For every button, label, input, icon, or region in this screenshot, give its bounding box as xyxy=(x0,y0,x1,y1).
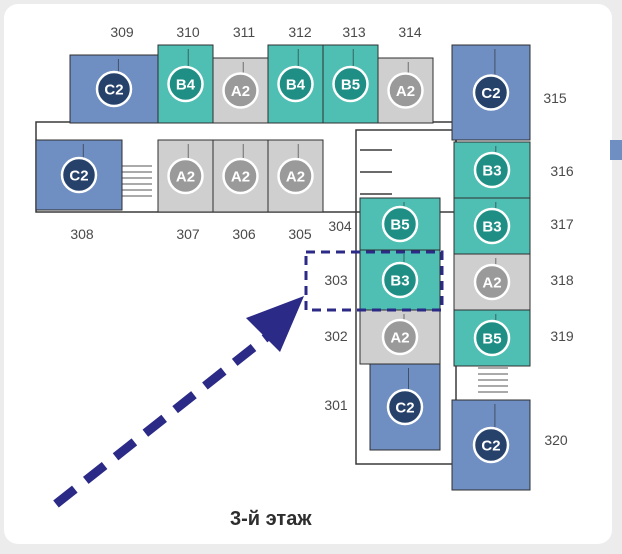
unit-314[interactable]: A2 xyxy=(377,57,434,124)
unit-number-316: 316 xyxy=(550,163,574,179)
unit-type-label: B4 xyxy=(286,77,306,94)
unit-number-labels: 309 310 311 312 313 314 315 308 307 306 305 304 303 3… xyxy=(70,24,574,448)
unit-type-badge xyxy=(472,426,510,464)
unit-type-badge xyxy=(473,319,511,357)
unit-type-label: A2 xyxy=(286,169,305,186)
unit-type-badge xyxy=(277,157,314,195)
unit-number-301: 301 xyxy=(324,397,348,413)
unit-type-badge xyxy=(473,151,511,189)
unit-type-label: C2 xyxy=(69,168,88,185)
unit-type-badge xyxy=(167,65,204,103)
unit-type-label: C2 xyxy=(395,400,414,417)
unit-type-badge xyxy=(222,157,259,195)
unit-310[interactable]: B4 xyxy=(157,44,214,124)
unit-type-label: B4 xyxy=(176,77,196,94)
unit-type-label: B3 xyxy=(482,163,501,180)
unit-311[interactable]: A2 xyxy=(212,57,269,124)
unit-319[interactable]: B5 xyxy=(453,309,531,367)
unit-type-label: B5 xyxy=(341,77,360,94)
unit-type-badge xyxy=(387,72,424,109)
unit-type-label: C2 xyxy=(481,85,500,102)
unit-number-314: 314 xyxy=(398,24,422,40)
unit-302[interactable]: A2 xyxy=(359,309,441,365)
unit-312[interactable]: B4 xyxy=(267,44,324,124)
unit-type-label: A2 xyxy=(176,169,195,186)
unit-type-label: A2 xyxy=(231,83,250,100)
unit-area xyxy=(453,309,531,367)
unit-number-317: 317 xyxy=(550,216,574,232)
unit-type-label: C2 xyxy=(104,82,123,99)
unit-number-318: 318 xyxy=(550,272,574,288)
unit-318[interactable]: A2 xyxy=(453,253,531,311)
unit-309[interactable]: C2 xyxy=(69,54,159,124)
unit-number-313: 313 xyxy=(342,24,366,40)
unit-number-304: 304 xyxy=(328,218,352,234)
unit-303[interactable]: B3 xyxy=(359,249,441,311)
unit-type-badge xyxy=(473,207,511,245)
unit-316[interactable]: B3 xyxy=(453,141,531,199)
unit-partial-edge xyxy=(610,140,622,160)
unit-315[interactable]: C2 xyxy=(451,44,531,141)
unit-number-309: 309 xyxy=(110,24,134,40)
unit-type-label: A2 xyxy=(390,330,409,347)
unit-type-label: A2 xyxy=(231,169,250,186)
unit-number-315: 315 xyxy=(543,90,567,106)
unit-type-label: A2 xyxy=(482,275,501,292)
unit-number-308: 308 xyxy=(70,226,94,242)
unit-type-badge xyxy=(95,70,133,108)
stairs-right xyxy=(478,367,508,393)
unit-313[interactable]: B5 xyxy=(322,44,379,124)
unit-type-badge xyxy=(332,65,369,103)
unit-type-badge xyxy=(386,388,424,426)
unit-308[interactable]: C2 xyxy=(35,139,123,211)
unit-number-303: 303 xyxy=(324,272,348,288)
unit-type-badge xyxy=(381,318,419,356)
highlight-unit-303 xyxy=(304,250,444,312)
unit-306[interactable]: A2 xyxy=(212,139,269,213)
arrow-shaft xyxy=(53,332,271,508)
unit-type-badge xyxy=(222,72,259,109)
stairs-left xyxy=(122,165,152,197)
unit-type-label: B3 xyxy=(390,273,409,290)
unit-type-badge xyxy=(472,74,510,111)
floor-label: 3-й этаж xyxy=(230,508,312,530)
unit-number-311: 311 xyxy=(233,24,256,40)
unit-number-319: 319 xyxy=(550,328,574,344)
unit-type-badge xyxy=(277,65,314,103)
unit-number-312: 312 xyxy=(288,24,312,40)
unit-number-305: 305 xyxy=(288,226,312,242)
unit-320[interactable]: C2 xyxy=(451,399,531,491)
unit-type-badge xyxy=(60,156,98,194)
unit-number-310: 310 xyxy=(176,24,200,40)
unit-305[interactable]: A2 xyxy=(267,139,324,213)
unit-304[interactable]: B5 xyxy=(359,197,441,251)
unit-number-320: 320 xyxy=(544,432,568,448)
unit-307[interactable]: A2 xyxy=(157,139,214,213)
unit-number-302: 302 xyxy=(324,328,348,344)
unit-number-307: 307 xyxy=(176,226,200,242)
unit-type-label: B5 xyxy=(390,217,409,234)
unit-317[interactable]: B3 xyxy=(453,197,531,255)
unit-type-badge xyxy=(381,261,419,299)
unit-type-badge xyxy=(381,205,419,243)
unit-type-label: A2 xyxy=(396,83,415,100)
unit-type-label: B5 xyxy=(482,331,501,348)
unit-type-label: B3 xyxy=(482,219,501,236)
unit-area xyxy=(453,253,531,311)
unit-type-badge xyxy=(473,263,511,301)
unit-type-label: C2 xyxy=(481,438,500,455)
unit-301[interactable]: C2 xyxy=(369,363,441,451)
unit-number-306: 306 xyxy=(232,226,256,242)
unit-type-badge xyxy=(167,157,204,195)
arrow-head xyxy=(246,296,304,352)
